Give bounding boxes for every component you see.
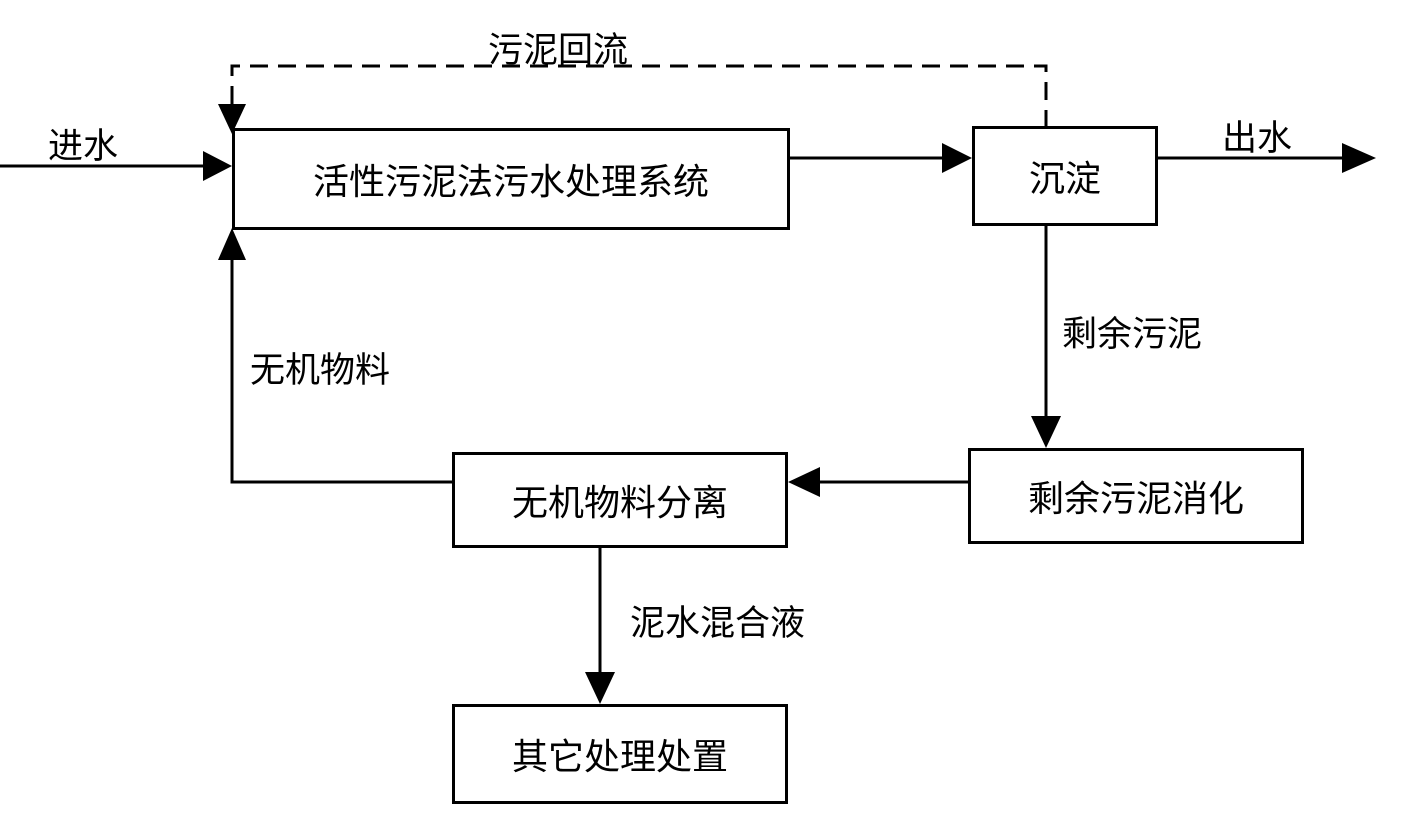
digestion-label: 剩余污泥消化 [1027, 479, 1244, 520]
other-disposal-label: 其它处理处置 [511, 737, 728, 778]
activated-sludge-system-box: 活性污泥法污水处理系统 [232, 128, 790, 230]
activated-sludge-system-label: 活性污泥法污水处理系统 [312, 162, 709, 203]
return-sludge-arrowhead [218, 104, 246, 134]
return-sludge-dashed-line [230, 64, 1048, 128]
separation-box: 无机物料分离 [452, 452, 788, 548]
inorganic-material-label: 无机物料 [250, 351, 391, 391]
digestion-to-separation-arrowhead [788, 467, 820, 497]
inflow-arrowhead [203, 151, 232, 181]
digestion-box: 剩余污泥消化 [968, 448, 1304, 544]
sludge-water-mix-label: 泥水混合液 [630, 604, 806, 644]
return-sludge-label: 污泥回流 [488, 31, 629, 71]
other-disposal-arrowhead [585, 672, 615, 704]
sedimentation-arrowhead [942, 143, 972, 173]
outflow-label: 出水 [1222, 119, 1293, 159]
sedimentation-label: 沉淀 [1028, 159, 1101, 200]
excess-sludge-arrowhead [1031, 416, 1061, 448]
inflow-label: 进水 [48, 127, 119, 167]
inorganic-return-arrowhead [218, 228, 246, 260]
sedimentation-box: 沉淀 [972, 126, 1158, 226]
excess-sludge-label: 剩余污泥 [1062, 315, 1203, 355]
inorganic-return-line [230, 258, 452, 484]
other-disposal-box: 其它处理处置 [452, 704, 788, 804]
outflow-arrowhead [1342, 143, 1376, 173]
separation-label: 无机物料分离 [511, 483, 728, 524]
